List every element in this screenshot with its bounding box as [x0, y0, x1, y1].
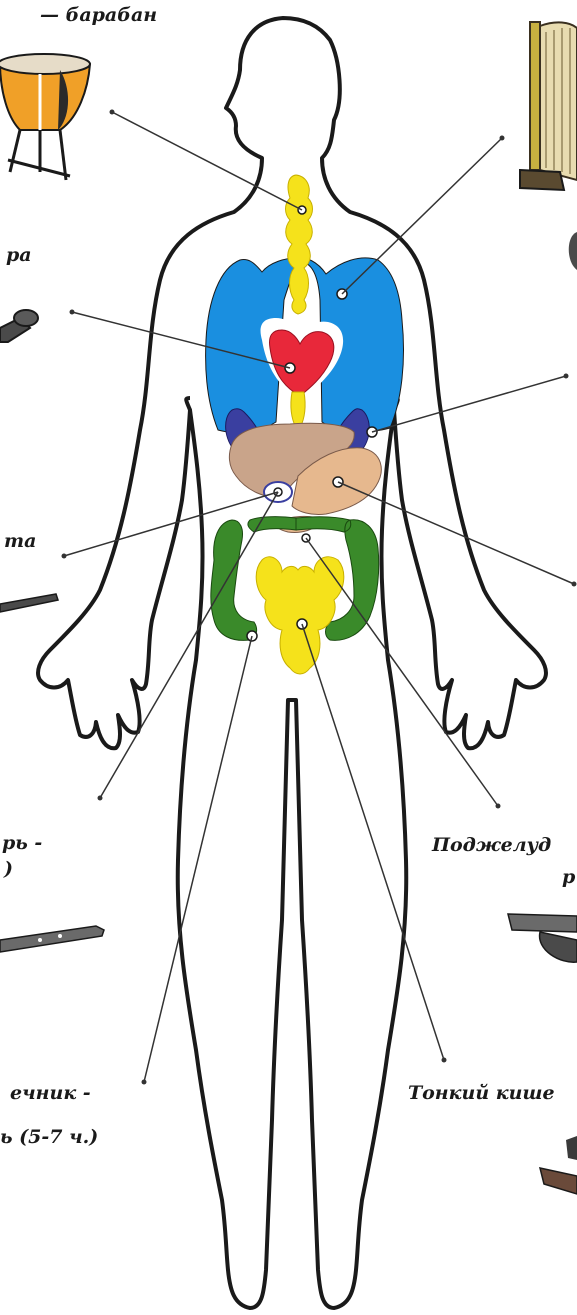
label-large-intestine-time: ь (5-7 ч.)	[0, 1126, 98, 1148]
dot-drum	[110, 110, 115, 115]
label-spleen-paren: )	[4, 858, 13, 880]
timpani-drum-icon	[0, 54, 90, 180]
partial-instrument-icon	[569, 232, 577, 270]
dot-lyre	[70, 310, 75, 315]
label-large-intestine: ечник -	[10, 1082, 91, 1104]
lyre-icon	[0, 310, 38, 342]
dot-small-intestine	[442, 1058, 447, 1063]
label-lyre: ра	[6, 244, 32, 266]
bottom-right-instrument-icon	[540, 1136, 577, 1194]
label-pancreas: Поджелуд	[432, 834, 551, 856]
trumpet-icon	[508, 914, 577, 962]
harp-icon	[520, 22, 577, 190]
clarinet-icon	[0, 926, 104, 952]
label-flute: та	[4, 530, 36, 552]
dot-right-mid	[564, 374, 569, 379]
dot-pancreas	[496, 804, 501, 809]
dot-harp	[500, 136, 505, 141]
aorta	[291, 392, 305, 428]
dot-flute	[62, 554, 67, 559]
flute-icon	[0, 594, 58, 612]
spine	[286, 175, 313, 314]
leader-drum	[112, 112, 302, 210]
dot-large-intestine	[142, 1080, 147, 1085]
label-small-intestine: Тонкий кише	[408, 1082, 555, 1104]
label-spleen: рь -	[2, 832, 42, 854]
leader-large-intestine	[144, 636, 252, 1082]
left-arm-inner-line	[186, 398, 190, 410]
small-intestine	[256, 557, 344, 674]
label-drum: — барабан	[40, 4, 157, 26]
leader-small-intestine	[302, 624, 444, 1060]
dot-spleen	[98, 796, 103, 801]
dot-right-low	[572, 582, 577, 587]
label-pancreas-tail: р	[562, 866, 575, 888]
